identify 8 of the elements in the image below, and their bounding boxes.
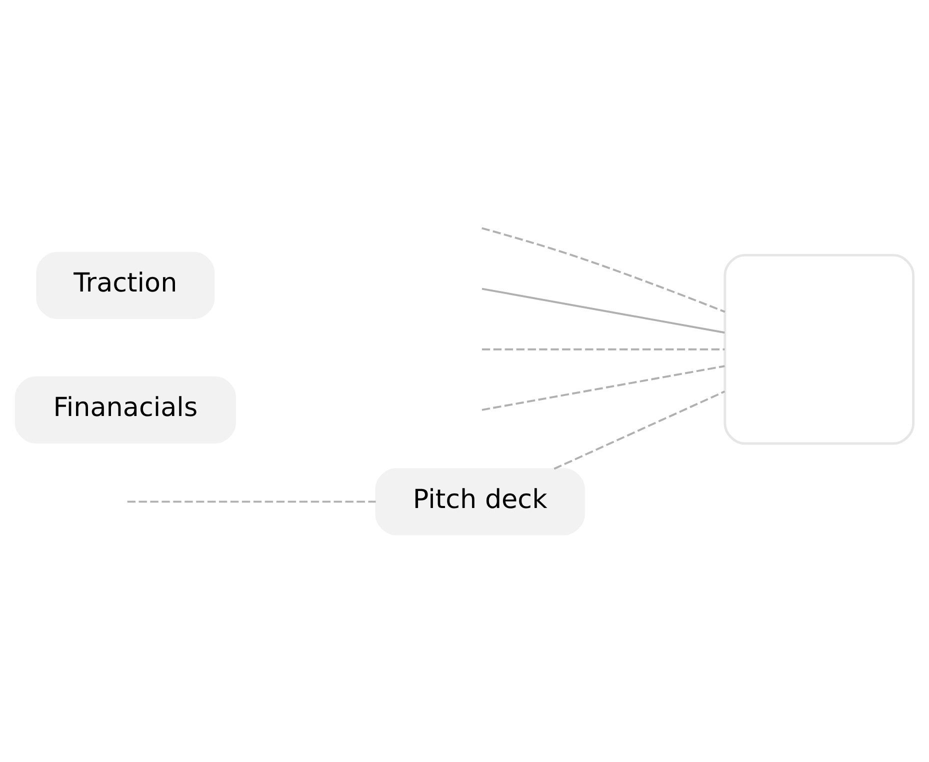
node-box [724,254,915,445]
connector [482,365,725,411]
connector [554,390,726,470]
connector [127,500,376,503]
node-box: Pitch deck [375,468,585,536]
connector [482,227,726,313]
connector [482,288,725,334]
connector [482,348,725,350]
